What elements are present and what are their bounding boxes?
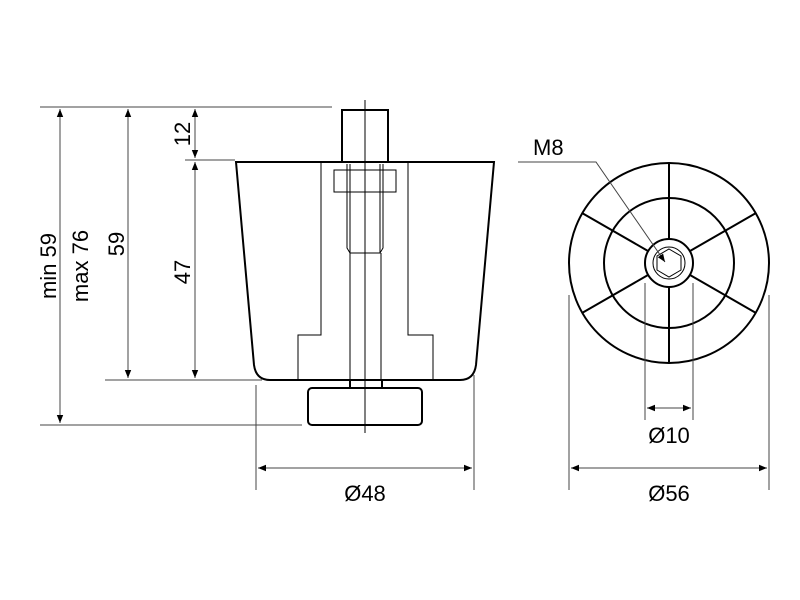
hub-inner <box>652 246 686 280</box>
min-height-label: min 59 <box>36 233 61 299</box>
spokes <box>581 163 757 363</box>
side-dimensions: min 59 max 76 59 12 47 Ø48 <box>36 106 475 506</box>
top-view <box>568 162 770 364</box>
hub-ring <box>644 238 694 288</box>
hub-diameter-label: Ø10 <box>648 423 690 448</box>
neck <box>349 379 383 389</box>
top-diameter-label: Ø56 <box>648 481 690 506</box>
foot-body <box>234 161 496 381</box>
side-view <box>234 100 496 433</box>
top-dimensions: M8 Ø10 Ø56 <box>518 135 770 506</box>
body-total-height-label: 59 <box>104 232 129 256</box>
inner-cavity <box>297 162 434 380</box>
max-height-label: max 76 <box>68 230 93 302</box>
body-height-label: 47 <box>170 260 195 284</box>
hex-socket-icon <box>656 248 682 278</box>
bolt-shaft <box>349 253 382 380</box>
thread-label: M8 <box>533 135 564 160</box>
base-diameter-label: Ø48 <box>344 481 386 506</box>
stud-height-label: 12 <box>170 122 195 146</box>
